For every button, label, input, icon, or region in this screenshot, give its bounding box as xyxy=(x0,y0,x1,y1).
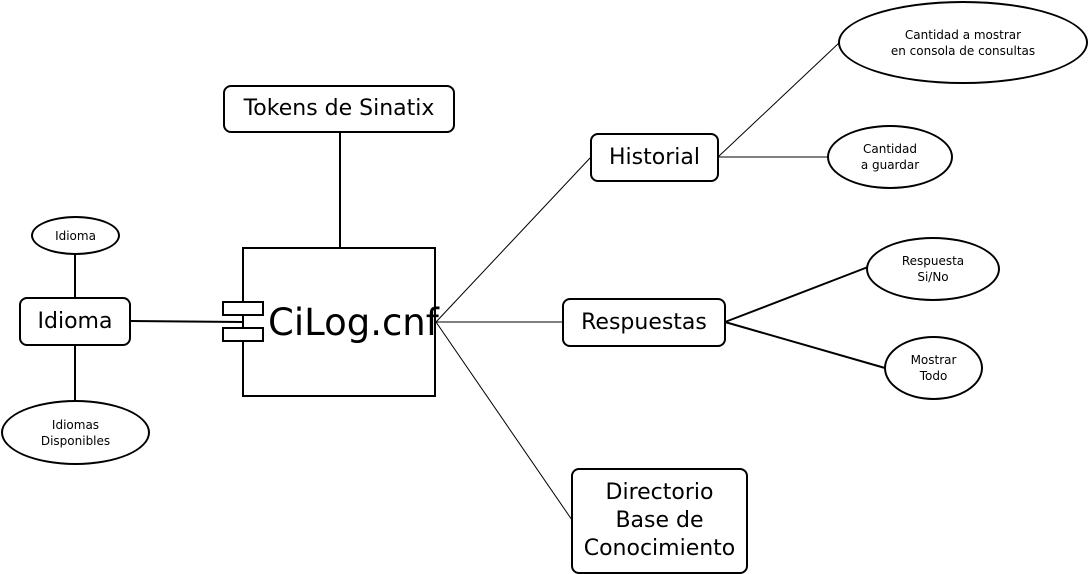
node-directorio: Directorio Base de Conocimiento xyxy=(571,468,748,574)
node-respuestas: Respuestas xyxy=(562,298,726,347)
node-historial: Historial xyxy=(590,133,719,182)
attr-respuesta-si-no-label: Respuesta Si/No xyxy=(901,254,965,284)
node-tokens: Tokens de Sinatix xyxy=(223,85,455,133)
node-idioma-label: Idioma xyxy=(37,308,113,334)
attr-idiomas-disponibles: Idiomas Disponibles xyxy=(1,400,150,465)
line-respuestas-todo xyxy=(724,321,886,369)
line-historial-mostrar xyxy=(717,41,841,158)
node-tokens-label: Tokens de Sinatix xyxy=(243,96,435,121)
attr-cantidad-guardar-label: Cantidad a guardar xyxy=(860,142,920,172)
line-respuestas-sino xyxy=(724,266,869,323)
line-component-directorio xyxy=(435,321,573,521)
attr-cantidad-guardar: Cantidad a guardar xyxy=(827,125,953,189)
node-respuestas-label: Respuestas xyxy=(581,309,707,335)
component-tab-top xyxy=(222,301,264,316)
attr-cantidad-mostrar: Cantidad a mostrar en consola de consult… xyxy=(838,1,1088,84)
line-component-historial xyxy=(435,156,592,323)
component-cilog xyxy=(242,247,436,397)
attr-mostrar-todo-label: Mostrar Todo xyxy=(910,353,957,383)
node-historial-label: Historial xyxy=(609,144,700,170)
attr-cantidad-mostrar-label: Cantidad a mostrar en consola de consult… xyxy=(890,27,1036,58)
attr-respuesta-si-no: Respuesta Si/No xyxy=(866,237,1000,301)
attr-idioma-label: Idioma xyxy=(55,228,96,243)
component-tab-bottom xyxy=(222,327,264,342)
attr-idioma: Idioma xyxy=(31,216,120,255)
attr-mostrar-todo: Mostrar Todo xyxy=(884,336,983,400)
component-title: CiLog.cnf xyxy=(268,301,439,344)
line-idioma-component xyxy=(129,320,243,323)
node-idioma: Idioma xyxy=(19,297,131,346)
attr-idiomas-disponibles-label: Idiomas Disponibles xyxy=(40,417,111,448)
node-directorio-label: Directorio Base de Conocimiento xyxy=(583,480,736,561)
